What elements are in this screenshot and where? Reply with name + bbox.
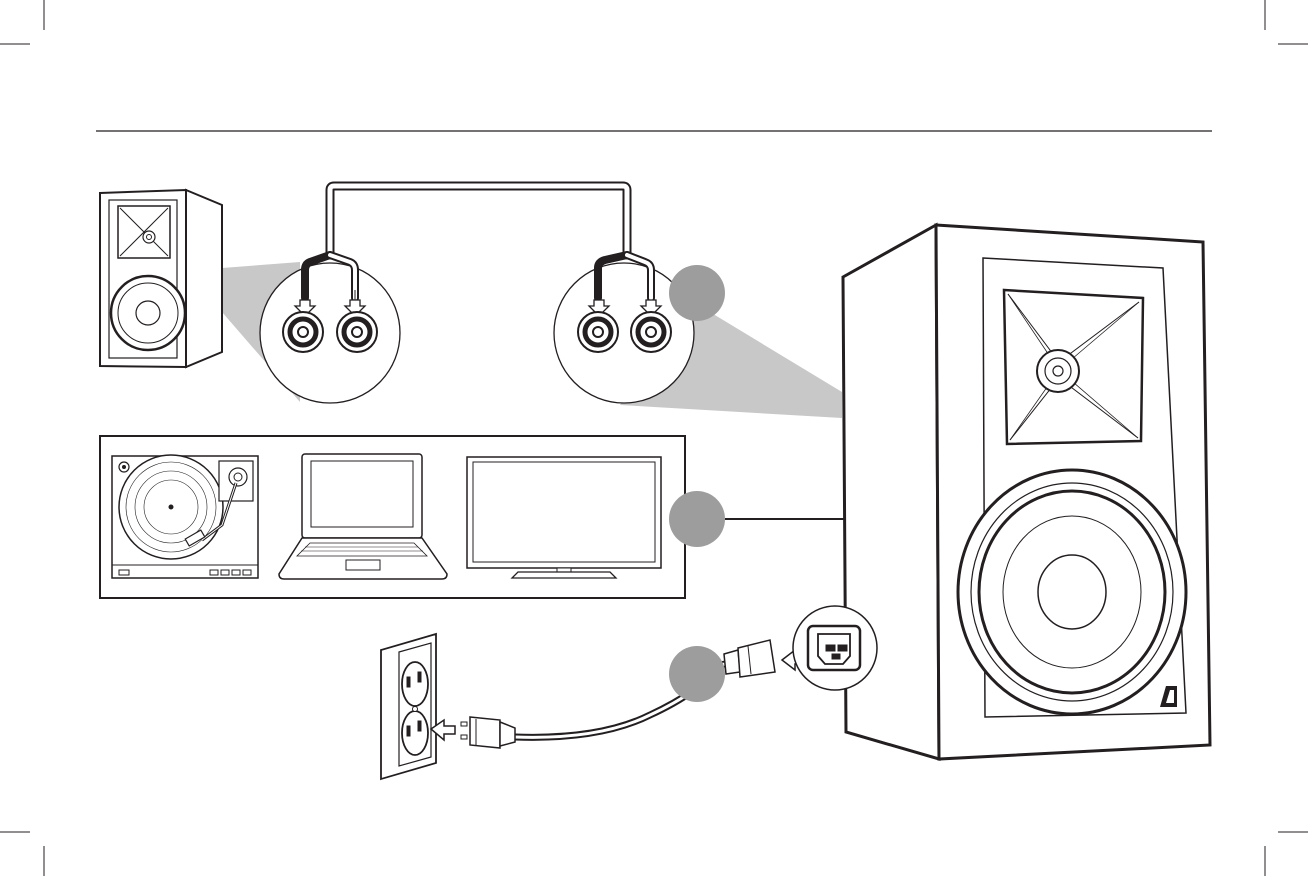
- step-badge: [669, 265, 725, 321]
- step-badge: [669, 491, 725, 547]
- passive-speaker: [100, 190, 222, 367]
- binding-post-terminal: [631, 312, 671, 352]
- powered-speaker: [843, 225, 1210, 759]
- laptop: [279, 454, 447, 579]
- television: [467, 457, 661, 578]
- ac-inlet: [793, 606, 877, 690]
- turntable: [112, 455, 258, 578]
- wall-plug: [431, 717, 515, 748]
- binding-post-terminal: [578, 312, 618, 352]
- binding-post-terminal: [337, 312, 377, 352]
- step-badge: [669, 646, 725, 702]
- iec-plug: [724, 640, 804, 677]
- wall-outlet: [381, 634, 436, 779]
- powered-terminal-callout: [554, 255, 694, 403]
- binding-post-terminal: [283, 312, 323, 352]
- speaker-wire: [330, 186, 627, 255]
